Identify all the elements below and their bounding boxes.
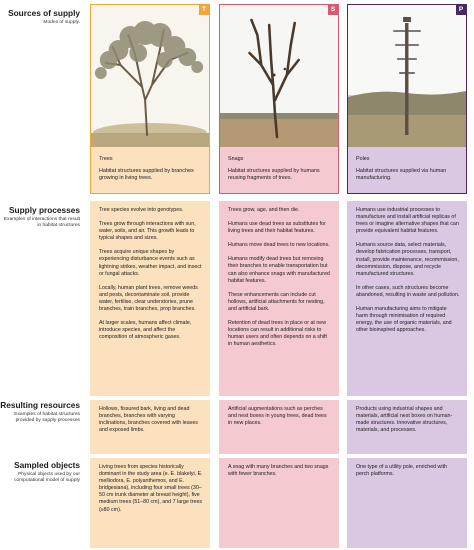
- poles-samples-text: One type of a utility pole, enriched wit…: [356, 464, 447, 478]
- snags-samples: A snag with many branches and two snags …: [219, 458, 339, 548]
- snags-process-item: Humans modify dead trees but removing th…: [228, 256, 330, 284]
- snags-resources: Artificial augmentations such as perches…: [219, 400, 339, 454]
- poles-header-card: P Poles Habitat structures supplied via …: [347, 4, 467, 194]
- trees-process-item: At larger scales, humans affect climate,…: [99, 320, 192, 341]
- poles-process-item: In other cases, such structures become a…: [356, 284, 460, 298]
- trees-badge: T: [199, 5, 209, 15]
- snags-process-item: Trees grow, age, and then die.: [228, 207, 300, 213]
- poles-process-item: Humans use industrial processes to manuf…: [356, 207, 459, 235]
- poles-processes: Humans use industrial processes to manuf…: [347, 201, 467, 396]
- trees-name: Trees: [99, 156, 113, 162]
- snags-name: Snags: [228, 156, 244, 162]
- poles-resources: Products using industrial shapes and mat…: [347, 400, 467, 454]
- snags-resources-text: Artificial augmentations such as perches…: [228, 406, 327, 427]
- snags-processes: Trees grow, age, and then die. Humans us…: [219, 201, 339, 396]
- row-label-samples: Sampled objects Physical objects used by…: [0, 460, 80, 485]
- snags-process-item: Retention of dead trees in place or at n…: [228, 320, 327, 348]
- trees-description: Habitat structures supplied by branches …: [99, 168, 194, 181]
- poles-resources-text: Products using industrial shapes and mat…: [356, 406, 453, 434]
- poles-process-item: Human manufacturing aims to mitigate har…: [356, 306, 452, 334]
- column-snags: S Snags Habitat structures supplied by h…: [219, 4, 339, 548]
- trees-process-item: Trees grow through interactions with sun…: [99, 221, 196, 242]
- row-title-processes: Supply processes: [8, 205, 80, 215]
- row-label-processes: Supply processes Examples of interaction…: [0, 205, 80, 230]
- trees-process-item: Trees acquire unique shapes by experienc…: [99, 249, 202, 277]
- trees-samples: Living trees from species historically d…: [90, 458, 210, 548]
- snags-samples-text: A snag with many branches and two snags …: [228, 464, 329, 478]
- poles-description: Habitat structures supplied via human ma…: [356, 168, 447, 181]
- poles-name: Poles: [356, 156, 370, 162]
- snags-process-item: Humans use dead trees as substitutes for…: [228, 221, 326, 235]
- row-desc-processes: Examples of interactions that result in …: [3, 217, 80, 229]
- row-title-samples: Sampled objects: [14, 460, 80, 470]
- snags-process-item: Humans move dead trees to new locations.: [228, 242, 330, 249]
- snags-header-card: S Snags Habitat structures supplied by h…: [219, 4, 339, 194]
- row-title-supply: Sources of supply: [8, 8, 80, 18]
- poles-badge: P: [456, 5, 466, 15]
- row-desc-resources: Examples of habitat structures provided …: [14, 412, 80, 424]
- snags-process-item: These enhancements can include cut hollo…: [228, 291, 325, 312]
- row-desc-supply: Modes of supply.: [43, 20, 80, 25]
- poles-process-item: Humans source data, select materials, de…: [356, 242, 459, 277]
- row-label-resources: Resulting resources Examples of habitat …: [0, 400, 80, 425]
- pole-photo: [348, 5, 466, 147]
- snag-photo: [220, 5, 338, 147]
- column-trees: T Trees Habitat structures supplied by b…: [90, 4, 210, 548]
- tree-photo: [91, 5, 209, 147]
- trees-header-card: T Trees Habitat structures supplied by b…: [90, 4, 210, 194]
- row-title-resources: Resulting resources: [0, 400, 80, 410]
- snags-badge: S: [328, 5, 338, 15]
- row-desc-samples: Physical objects used by our computation…: [13, 472, 80, 484]
- trees-process-item: Tree species evolve into genotypes.: [99, 207, 184, 213]
- column-poles: P Poles Habitat structures supplied via …: [347, 4, 467, 548]
- trees-process-item: Locally, human plant trees, remove weeds…: [99, 284, 198, 313]
- snags-description: Habitat structures supplied by humans re…: [228, 168, 320, 181]
- trees-samples-text: Living trees from species historically d…: [99, 464, 203, 513]
- trees-resources: Hollows, fissured bark, living and dead …: [90, 400, 210, 454]
- trees-processes: Tree species evolve into genotypes. Tree…: [90, 201, 210, 396]
- poles-samples: One type of a utility pole, enriched wit…: [347, 458, 467, 548]
- row-label-supply: Sources of supply Modes of supply.: [0, 8, 80, 26]
- trees-resources-text: Hollows, fissured bark, living and dead …: [99, 406, 198, 434]
